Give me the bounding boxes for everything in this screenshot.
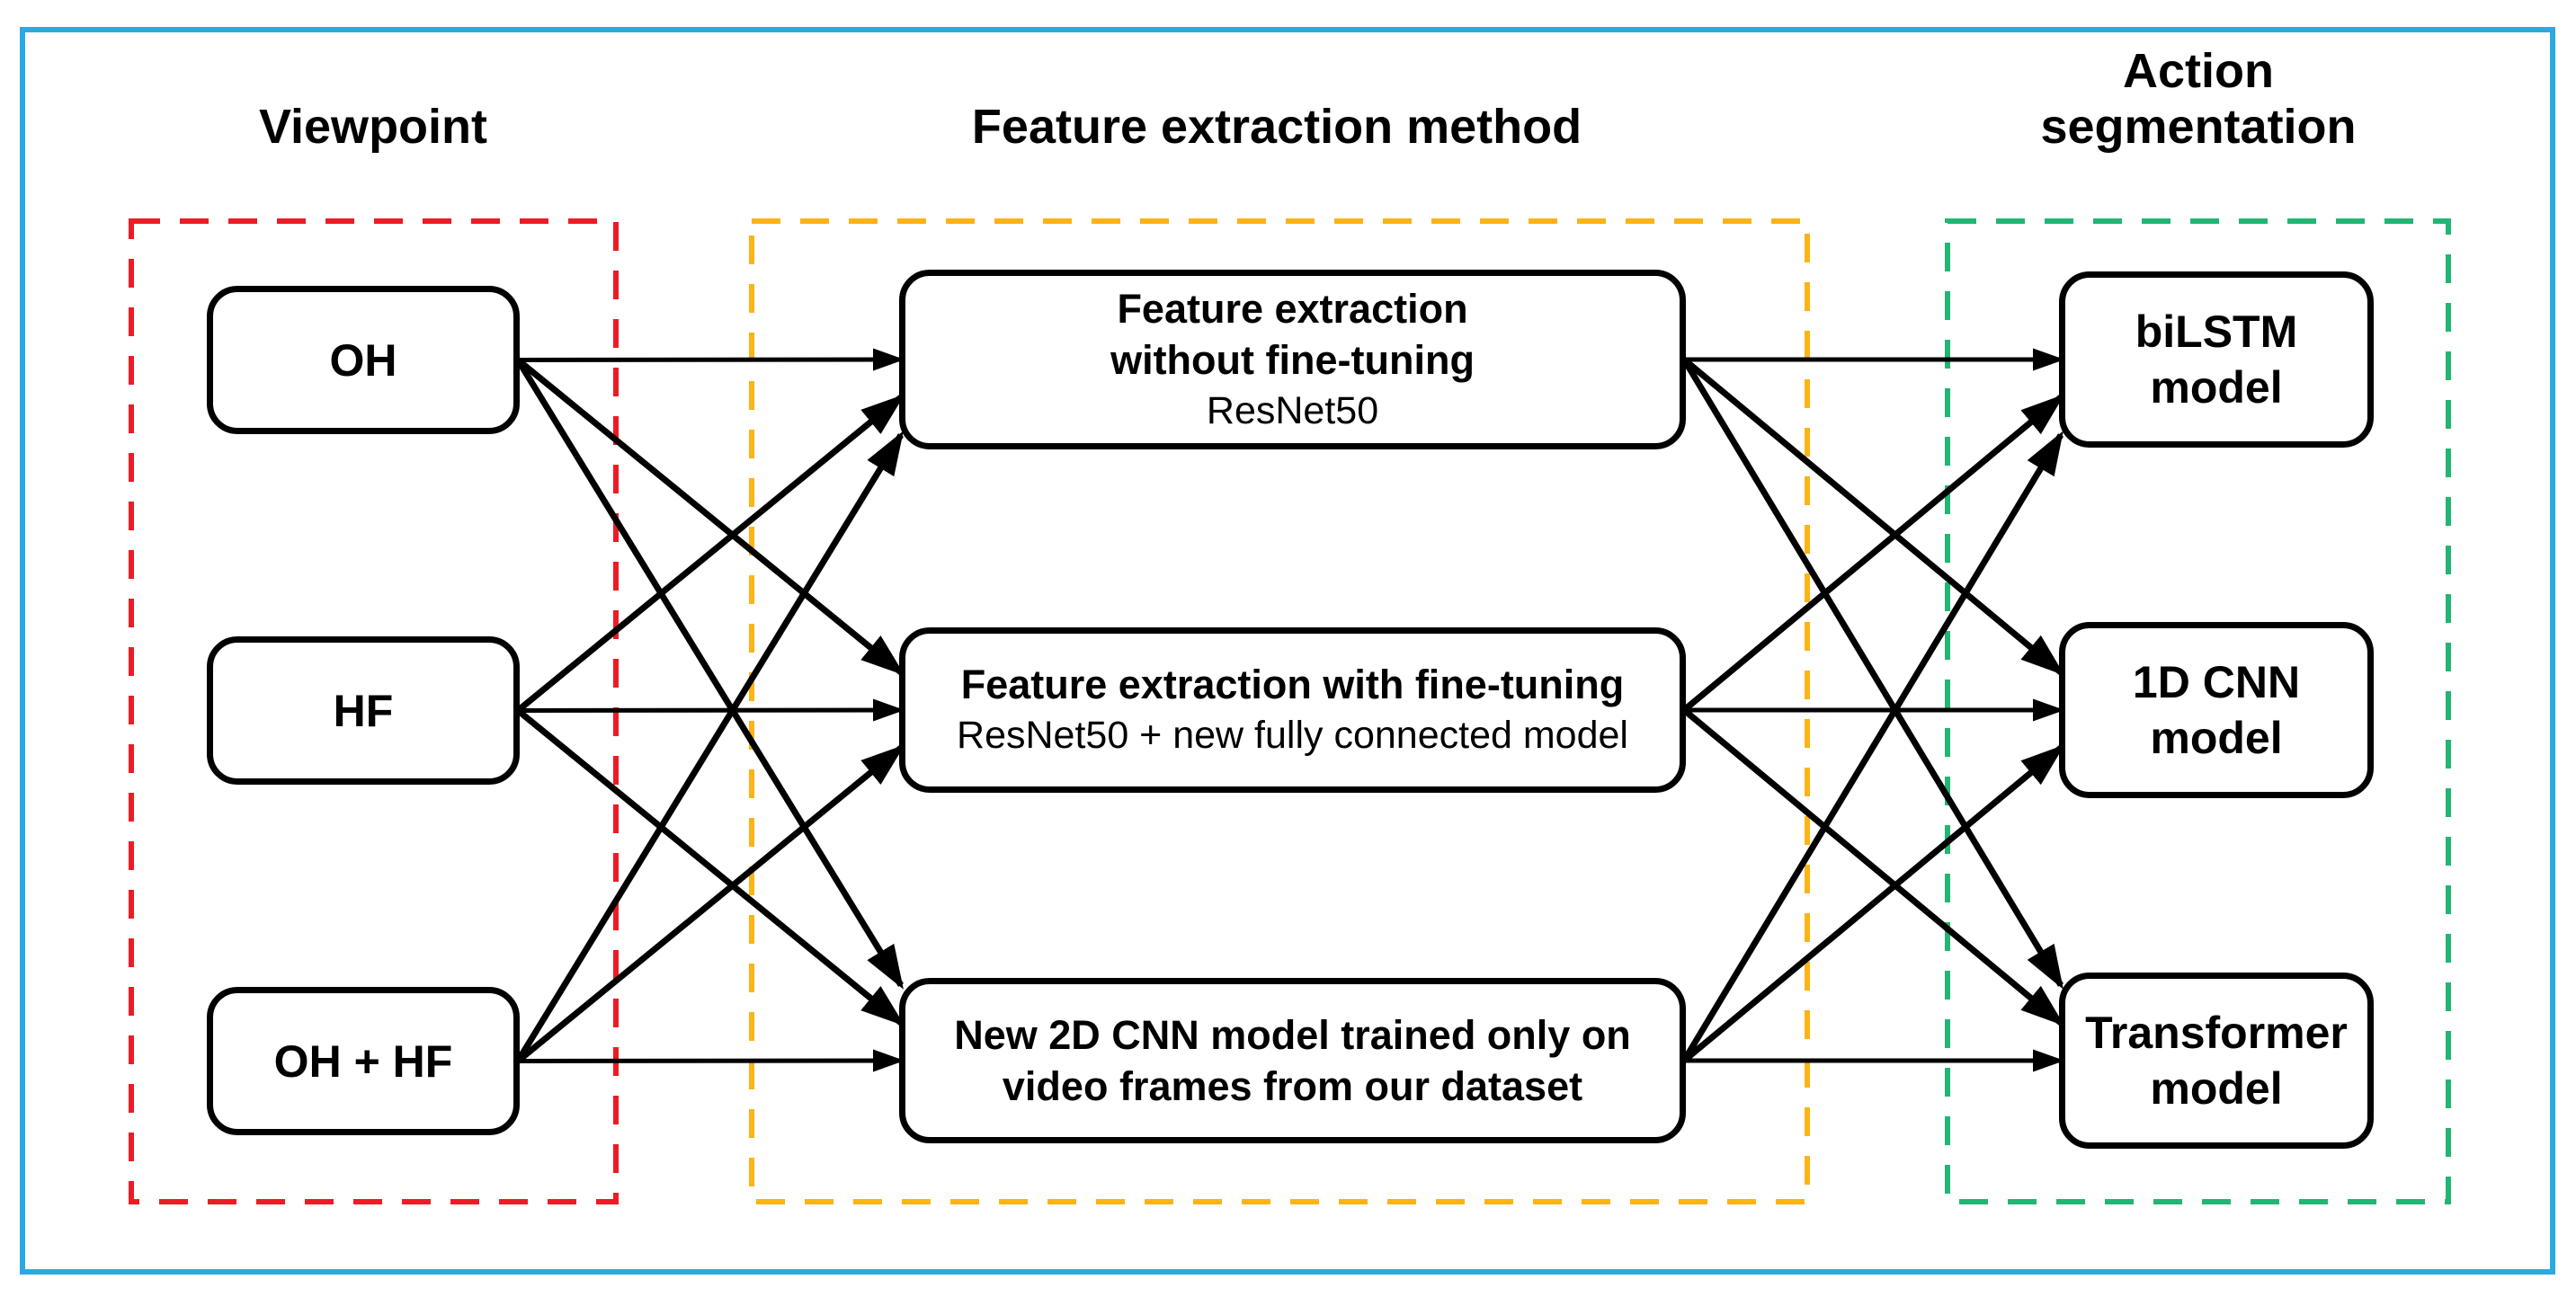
arrow-hf-to-fe2 (517, 698, 905, 722)
arrow-fe2-to-transformer (1681, 707, 2065, 1026)
arrow-ohhf-to-fe1 (515, 431, 904, 1063)
node-hf: HF (207, 636, 520, 785)
arrow-oh-to-fe3 (515, 358, 904, 990)
node-label-line: Transformer (2085, 1008, 2348, 1058)
column-title-action-segmentation: Action segmentation (2040, 44, 2357, 154)
arrow-fe1-to-transformer (1681, 358, 2063, 990)
column-title-feature-extraction-method: Feature extraction method (971, 100, 1582, 154)
node-label-line: biLSTM (2135, 307, 2298, 357)
node-1d-cnn-model: 1D CNN model (2059, 622, 2374, 798)
node-transformer-model: Transformer model (2059, 973, 2374, 1149)
arrow-fe2-to-bilstm (1681, 394, 2065, 713)
node-label-line: model (2150, 713, 2283, 763)
node-subtitle: ResNet50 (1206, 388, 1379, 432)
arrow-fe1-to-cnn1d (1681, 357, 2065, 676)
node-subtitle: ResNet50 + new fully connected model (957, 714, 1628, 757)
action-segmentation-region-border (1945, 218, 2451, 1204)
arrow-hf-to-fe3 (515, 707, 905, 1026)
arrow-hf-to-fe1 (515, 394, 905, 714)
node-label-line: Feature extraction (1117, 285, 1468, 332)
node-feature-extraction-without-fine-tuning: Feature extraction without fine-tuning R… (899, 270, 1686, 449)
node-new-2d-cnn-model: New 2D CNN model trained only on video f… (899, 978, 1686, 1143)
node-label-line: without fine-tuning (1110, 336, 1475, 383)
arrow-ohhf-to-fe3 (517, 1049, 905, 1072)
arrow-fe3-to-cnn1d (1681, 744, 2065, 1063)
node-bilstm-model: biLSTM model (2059, 271, 2374, 448)
arrow-oh-to-fe2 (515, 357, 905, 676)
node-feature-extraction-with-fine-tuning: Feature extraction with fine-tuning ResN… (899, 627, 1686, 793)
node-label-line: New 2D CNN model trained only on (954, 1012, 1631, 1058)
node-label: OH + HF (273, 1035, 453, 1087)
arrow-fe3-to-bilstm (1681, 431, 2063, 1062)
node-oh-plus-hf: OH + HF (207, 987, 520, 1135)
node-label-line: model (2150, 362, 2283, 413)
node-label-line: model (2150, 1063, 2283, 1114)
node-label-line: Feature extraction with fine-tuning (960, 662, 1625, 707)
arrow-ohhf-to-fe2 (515, 744, 905, 1064)
column-title-viewpoint: Viewpoint (258, 100, 488, 154)
node-oh: OH (207, 286, 520, 434)
node-label-line: video frames from our dataset (1002, 1063, 1583, 1109)
node-label-line: 1D CNN (2132, 657, 2301, 707)
node-label: HF (333, 685, 394, 736)
outer-frame (20, 27, 2555, 1275)
node-label: OH (329, 334, 397, 386)
